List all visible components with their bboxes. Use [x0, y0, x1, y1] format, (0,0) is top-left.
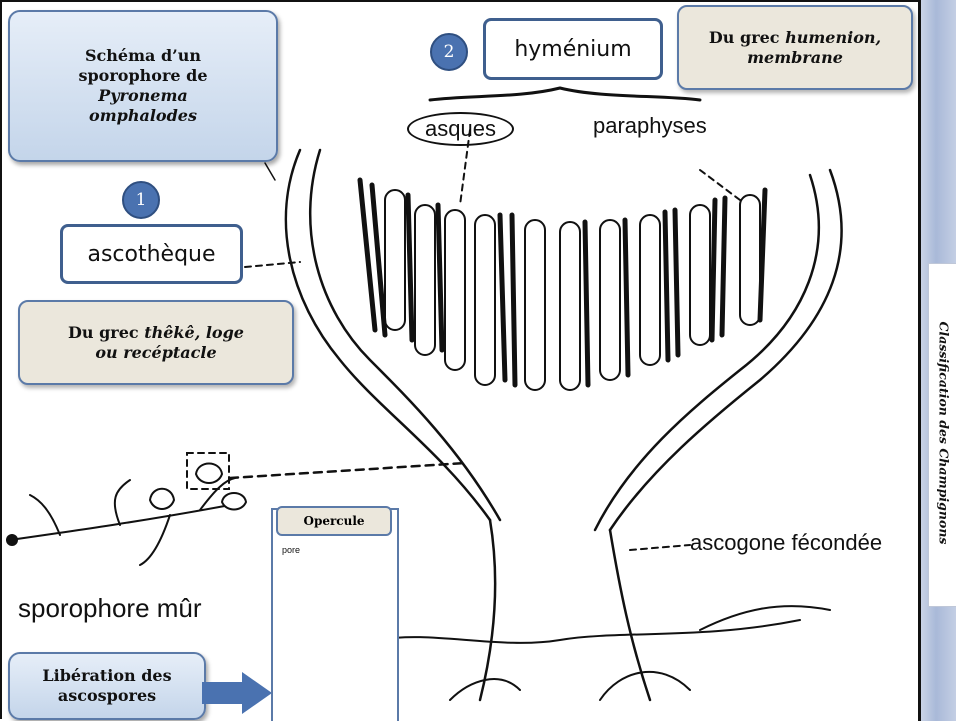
ascus: [560, 222, 580, 390]
hymenium-brace: [430, 88, 700, 100]
roots: [380, 606, 830, 700]
paraphysis: [585, 222, 588, 385]
pore-label: pore: [282, 545, 300, 555]
ascogone-label: ascogone fécondée: [690, 530, 882, 556]
small-cup: [222, 493, 246, 510]
small-cup: [196, 464, 222, 484]
mycelium-end: [6, 534, 18, 546]
title-pointer: [265, 163, 275, 180]
ascogone-leader: [630, 545, 690, 550]
title-callout: Schéma d’un sporophore de Pyronema ompha…: [8, 10, 278, 162]
ascus: [475, 215, 495, 385]
hymenium-label: hyménium: [483, 18, 663, 80]
paraphysis: [512, 215, 515, 385]
paraphyses-leader: [700, 170, 740, 200]
badge-two: 2: [430, 33, 468, 71]
inset-leader: [230, 463, 465, 478]
ascus: [445, 210, 465, 370]
title-line-2: sporophore de: [78, 66, 207, 86]
small-cup: [150, 489, 174, 509]
opercule-title: Opercule: [276, 506, 392, 536]
title-line-3: Pyronema: [98, 86, 188, 106]
ascotheque-etymology-callout: Du grec thêkê, loge ou recéptacle: [18, 300, 294, 385]
ascus: [690, 205, 710, 345]
paraphysis: [712, 200, 715, 340]
ascus: [385, 190, 405, 330]
ascus: [525, 220, 545, 390]
ascotheque-label: ascothèque: [60, 224, 243, 284]
badge-one: 1: [122, 181, 160, 219]
paraphyses-label: paraphyses: [593, 113, 707, 139]
paraphysis: [625, 220, 628, 375]
paraphysis: [408, 195, 412, 340]
opercule-inset: [271, 508, 399, 721]
paraphysis: [500, 215, 505, 380]
ascus: [740, 195, 760, 325]
title-line-1: Schéma d’un: [85, 46, 201, 66]
paraphysis: [675, 210, 678, 355]
ascus: [600, 220, 620, 380]
sporophore-label: sporophore mûr: [18, 593, 202, 624]
paraphysis: [438, 205, 442, 350]
asques-label: asques: [407, 112, 514, 146]
title-line-4: omphalodes: [89, 106, 197, 126]
hymenium-etymology-callout: Du grec humenion, membrane: [677, 5, 913, 90]
liberation-arrow: [202, 672, 272, 714]
mycelium: [10, 478, 235, 565]
paraphysis: [722, 198, 725, 335]
ascus: [640, 215, 660, 365]
stalk-left: [480, 520, 495, 700]
liberation-callout: Libération des ascospores: [8, 652, 206, 720]
sidebar-title: Classification des Champignons: [937, 322, 952, 545]
ascus: [415, 205, 435, 355]
paraphysis: [665, 212, 668, 360]
